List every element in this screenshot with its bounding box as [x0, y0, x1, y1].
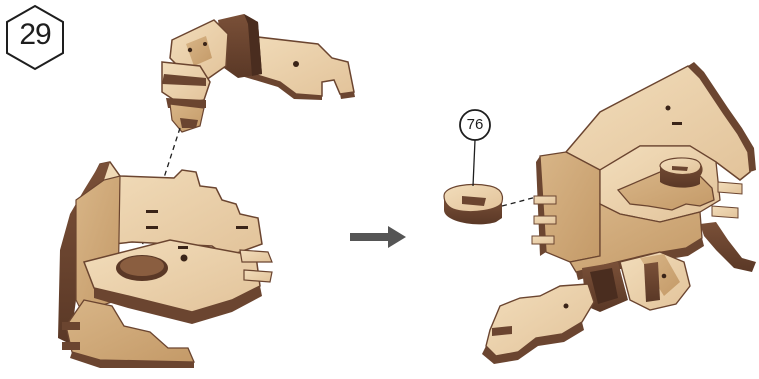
assembled-unit	[532, 62, 756, 280]
arrow-right-icon	[350, 226, 406, 248]
base-bracket-part	[58, 162, 272, 368]
lower-arm-part	[482, 252, 690, 364]
upper-arm-part	[162, 14, 355, 132]
part-76-disc	[444, 184, 503, 224]
part-number-label: 76	[459, 111, 491, 139]
step-number: 29	[6, 18, 64, 52]
part-callout-leader	[473, 140, 475, 186]
